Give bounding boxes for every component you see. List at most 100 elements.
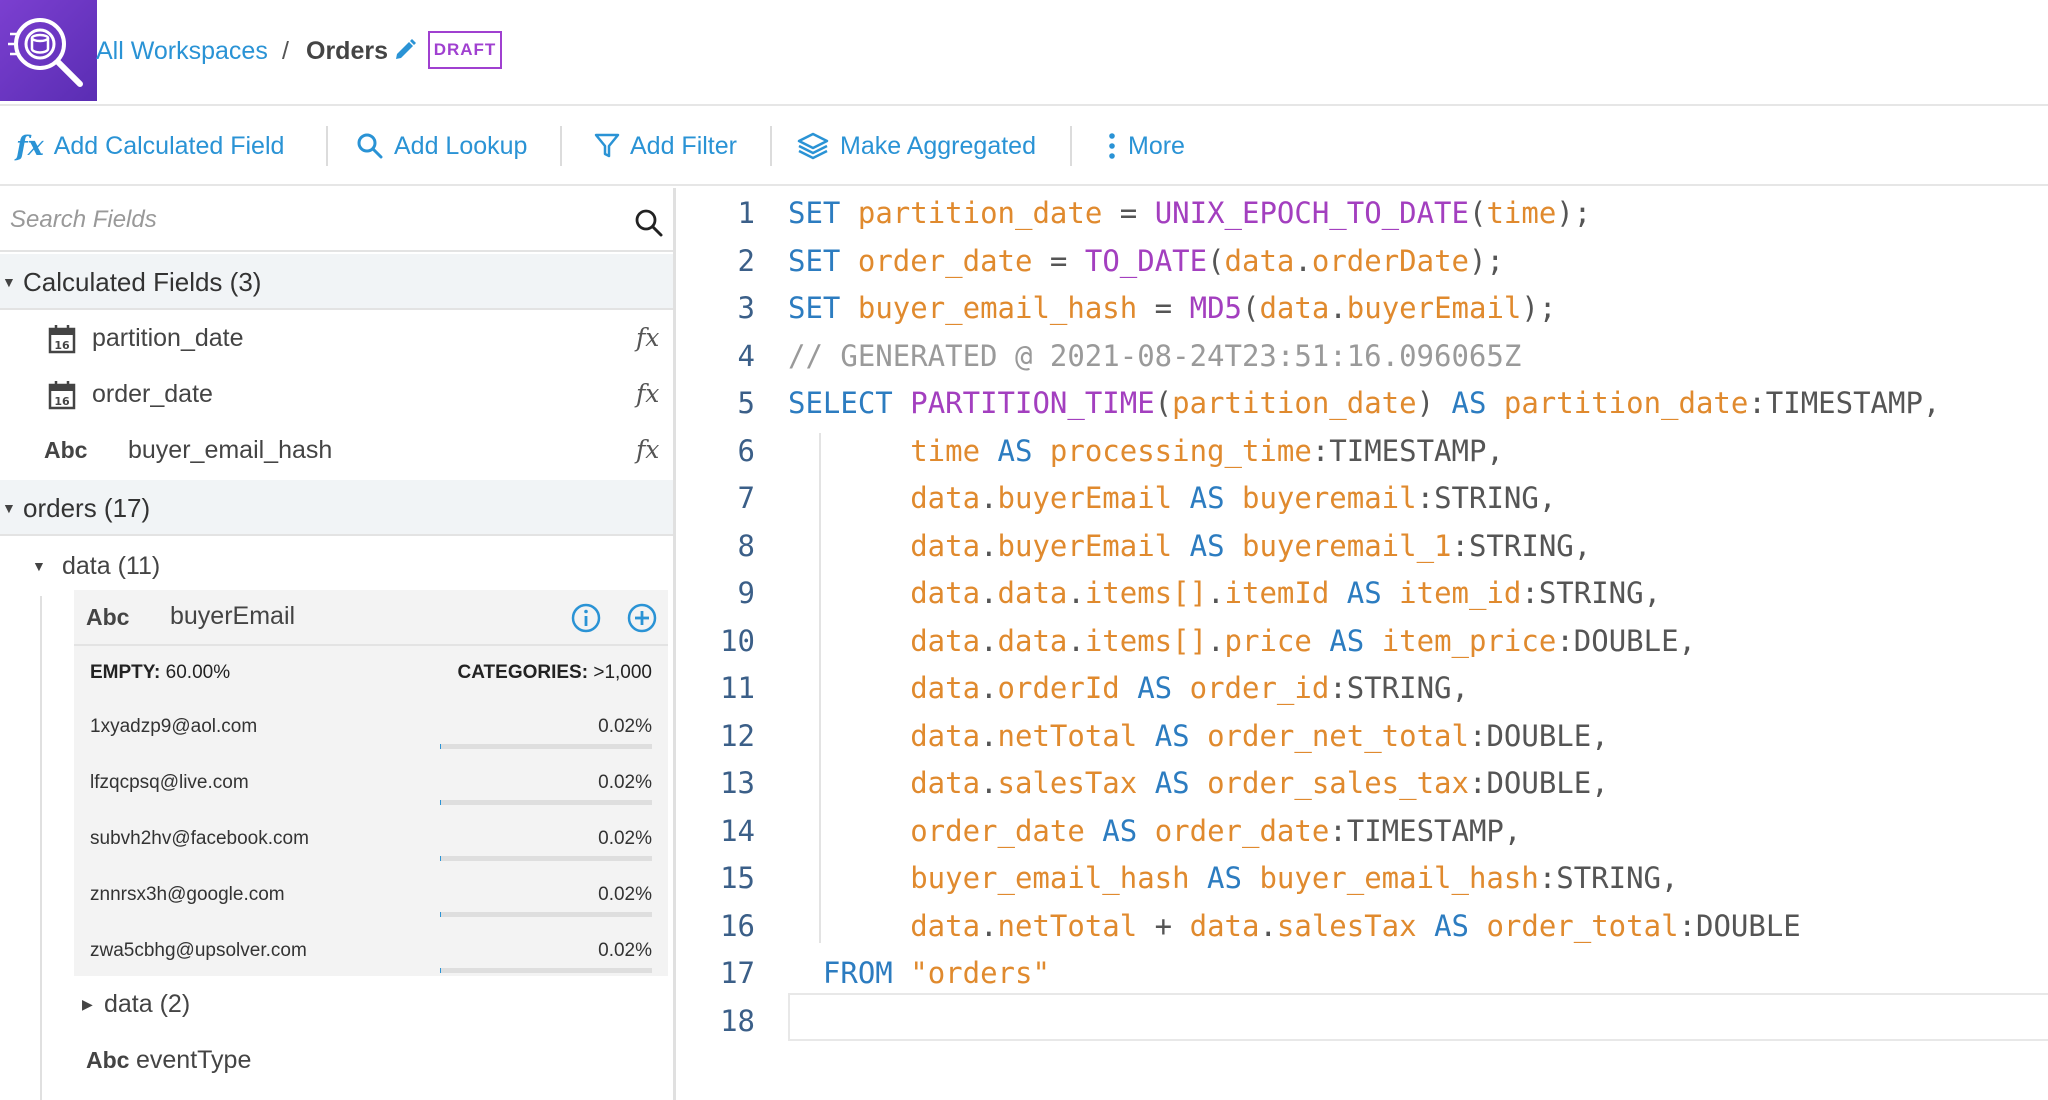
code-line[interactable]: data.netTotal AS order_net_total:DOUBLE, bbox=[788, 718, 1608, 753]
line-number: 16 bbox=[720, 908, 755, 943]
code-token: :DOUBLE bbox=[1678, 908, 1801, 943]
code-token bbox=[1486, 386, 1503, 420]
value-row: znnrsx3h@google.com 0.02% bbox=[74, 870, 668, 926]
calculated-fields-header[interactable]: ▼ Calculated Fields (3) bbox=[0, 254, 673, 310]
add-calculated-field-label: Add Calculated Field bbox=[53, 131, 285, 160]
code-token: :STRING, bbox=[1538, 861, 1679, 895]
value-bar bbox=[440, 856, 652, 861]
string-type-icon: Abc bbox=[86, 1047, 130, 1073]
toolbar: fx Add Calculated Field Add Lookup Add F… bbox=[0, 108, 2048, 186]
field-details-header[interactable]: Abc buyerEmail bbox=[74, 590, 668, 646]
calendar-icon: 16 bbox=[48, 325, 76, 354]
code-token bbox=[788, 766, 910, 800]
code-line[interactable]: buyer_email_hash AS buyer_email_hash:STR… bbox=[788, 861, 1678, 895]
code-token: processing_time bbox=[1049, 433, 1312, 468]
status-badge: DRAFT bbox=[428, 31, 502, 69]
code-token: data bbox=[997, 623, 1068, 658]
code-token: AS bbox=[1189, 528, 1225, 563]
data-group[interactable]: ▼ data (11) bbox=[0, 538, 673, 594]
code-line[interactable]: data.buyerEmail AS buyeremail_1:STRING, bbox=[788, 529, 1591, 563]
group-label: data (11) bbox=[62, 552, 161, 580]
code-line[interactable]: data.orderId AS order_id:STRING, bbox=[788, 671, 1469, 705]
code-token: AS bbox=[1434, 908, 1469, 943]
caret-right-icon: ▶ bbox=[82, 996, 93, 1012]
layers-icon bbox=[796, 131, 830, 161]
fx-icon: fx bbox=[16, 130, 44, 162]
orders-label: orders (17) bbox=[23, 493, 151, 523]
group-label: data (2) bbox=[104, 990, 191, 1018]
orders-header[interactable]: ▼ orders (17) bbox=[0, 480, 673, 536]
line-number: 6 bbox=[737, 433, 755, 468]
code-token: :STRING, bbox=[1416, 481, 1557, 515]
field-item[interactable]: Abc buyer_email_hash fx bbox=[0, 422, 673, 478]
code-token: UNIX_EPOCH_TO_DATE bbox=[1154, 196, 1469, 230]
code-token: :DOUBLE, bbox=[1556, 623, 1696, 658]
make-aggregated-button[interactable]: Make Aggregated bbox=[796, 126, 1036, 166]
add-filter-button[interactable]: Add Filter bbox=[594, 126, 737, 166]
code-line[interactable]: FROM "orders" bbox=[788, 956, 1050, 990]
code-token: AS bbox=[1154, 718, 1190, 753]
code-token bbox=[893, 386, 910, 420]
code-token: item_price bbox=[1381, 623, 1557, 658]
empty-stat: EMPTY: 60.00% bbox=[90, 662, 230, 684]
code-token: :TIMESTAMP, bbox=[1329, 813, 1522, 848]
code-token: . bbox=[1259, 908, 1277, 943]
code-token bbox=[980, 434, 997, 468]
info-icon[interactable] bbox=[570, 602, 602, 634]
add-lookup-button[interactable]: Add Lookup bbox=[356, 126, 527, 166]
code-token: data bbox=[910, 623, 981, 658]
code-token: ) bbox=[1416, 386, 1452, 420]
search-input[interactable] bbox=[10, 202, 610, 238]
code-line[interactable]: data.data.items[].price AS item_price:DO… bbox=[788, 624, 1696, 658]
value-text: zwa5cbhg@upsolver.com bbox=[90, 940, 307, 961]
code-token: . bbox=[1067, 576, 1085, 610]
search-icon[interactable] bbox=[634, 208, 664, 238]
field-item[interactable]: 16 order_date fx bbox=[0, 366, 673, 422]
data-group-collapsed[interactable]: ▶ data (2) bbox=[0, 976, 673, 1032]
field-item[interactable]: 16 partition_date fx bbox=[0, 310, 673, 366]
code-token: SET bbox=[788, 243, 841, 278]
code-line[interactable]: data.buyerEmail AS buyeremail:STRING, bbox=[788, 481, 1556, 515]
add-calculated-field-button[interactable]: fx Add Calculated Field bbox=[16, 126, 284, 166]
code-token: . bbox=[980, 718, 998, 753]
code-token: SELECT bbox=[788, 386, 893, 420]
add-circle-icon[interactable] bbox=[626, 602, 658, 634]
value-bar bbox=[440, 968, 652, 973]
app-logo[interactable] bbox=[0, 0, 97, 101]
line-number: 14 bbox=[720, 813, 755, 848]
caret-down-icon: ▼ bbox=[2, 274, 16, 290]
code-line[interactable]: data.salesTax AS order_sales_tax:DOUBLE, bbox=[788, 766, 1608, 800]
current-line-highlight bbox=[788, 993, 2048, 1041]
search-icon bbox=[356, 132, 384, 160]
code-line[interactable]: time AS processing_time:TIMESTAMP, bbox=[788, 434, 1504, 468]
code-token bbox=[1190, 861, 1207, 895]
line-number: 13 bbox=[720, 766, 755, 800]
code-token: orderDate bbox=[1311, 243, 1469, 278]
code-token: // GENERATED @ 2021-08-24T23:51:16.09606… bbox=[788, 338, 1522, 373]
code-line[interactable]: SET buyer_email_hash = MD5(data.buyerEma… bbox=[788, 291, 1556, 325]
code-token: AS bbox=[1154, 766, 1190, 800]
code-token: order_sales_tax bbox=[1207, 766, 1469, 800]
code-line[interactable]: SET partition_date = UNIX_EPOCH_TO_DATE(… bbox=[788, 196, 1591, 230]
code-line[interactable]: // GENERATED @ 2021-08-24T23:51:16.09606… bbox=[788, 339, 1521, 373]
field-name: buyerEmail bbox=[170, 602, 296, 630]
code-line[interactable]: order_date AS order_date:TIMESTAMP, bbox=[788, 814, 1521, 848]
code-token: ( bbox=[1242, 291, 1260, 325]
more-button[interactable]: More bbox=[1106, 126, 1185, 166]
code-token: price bbox=[1224, 623, 1312, 658]
pencil-icon[interactable] bbox=[392, 37, 418, 63]
code-token: AS bbox=[1102, 813, 1138, 848]
code-token: AS bbox=[1451, 386, 1487, 420]
code-line[interactable]: data.data.items[].itemId AS item_id:STRI… bbox=[788, 576, 1661, 610]
code-token: netTotal bbox=[997, 718, 1138, 753]
field-name: buyer_email_hash bbox=[128, 436, 333, 464]
code-line[interactable]: data.netTotal + data.salesTax AS order_t… bbox=[788, 909, 1801, 943]
field-item[interactable]: Abc eventType bbox=[0, 1032, 673, 1088]
code-line[interactable]: SELECT PARTITION_TIME(partition_date) AS… bbox=[788, 386, 1940, 420]
add-filter-label: Add Filter bbox=[630, 131, 737, 160]
breadcrumb-all-workspaces[interactable]: All Workspaces bbox=[96, 37, 268, 65]
value-text: subvh2hv@facebook.com bbox=[90, 828, 309, 849]
code-token: buyerEmail bbox=[997, 481, 1173, 515]
code-line[interactable]: SET order_date = TO_DATE(data.orderDate)… bbox=[788, 244, 1504, 278]
